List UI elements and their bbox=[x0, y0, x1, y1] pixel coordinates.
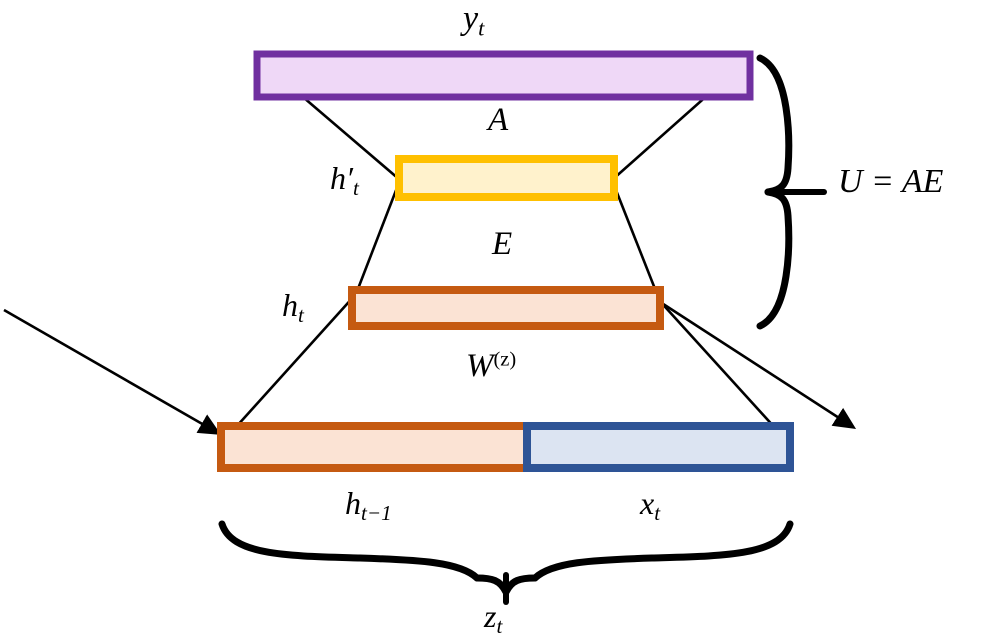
hidden-prime-box bbox=[395, 155, 618, 201]
bottom-brace-right bbox=[531, 520, 794, 582]
prime-glyph: ′ bbox=[346, 160, 353, 196]
bottom-brace bbox=[218, 520, 794, 605]
right-brace-upper bbox=[756, 54, 793, 196]
outgoing-arrow bbox=[656, 298, 857, 429]
hidden-state-box bbox=[348, 286, 664, 330]
connector-h-right-to-bar-right bbox=[656, 297, 787, 441]
output-box bbox=[253, 50, 754, 101]
bottom-brace-left bbox=[218, 520, 481, 582]
label-x-t: xt bbox=[640, 485, 661, 525]
outgoing-arrow-line bbox=[656, 298, 857, 429]
connector-hprime-right-to-h-right bbox=[610, 179, 659, 295]
label-y-t: yt bbox=[463, 0, 485, 41]
input-box bbox=[523, 422, 794, 472]
label-u-equals-ae: U = AE bbox=[838, 163, 944, 200]
right-brace bbox=[756, 54, 827, 330]
incoming-arrow-line bbox=[3, 308, 222, 435]
boxes-layer bbox=[217, 50, 794, 472]
bottom-brace-tip bbox=[473, 574, 539, 600]
label-A: A bbox=[488, 102, 509, 138]
previous-hidden-box bbox=[217, 422, 532, 472]
connector-hprime-left-to-h-left bbox=[354, 179, 402, 295]
label-z-t: zt bbox=[484, 598, 503, 638]
incoming-arrow bbox=[3, 308, 222, 435]
label-W-z: W(z) bbox=[466, 348, 517, 384]
label-h-prime-t: h′t bbox=[330, 160, 359, 200]
label-h-t: ht bbox=[282, 287, 304, 327]
right-brace-lower bbox=[756, 188, 793, 330]
label-E: E bbox=[492, 226, 513, 262]
connector-h-left-to-bar-left bbox=[226, 293, 357, 438]
label-h-t-minus-1: ht−1 bbox=[345, 485, 392, 525]
